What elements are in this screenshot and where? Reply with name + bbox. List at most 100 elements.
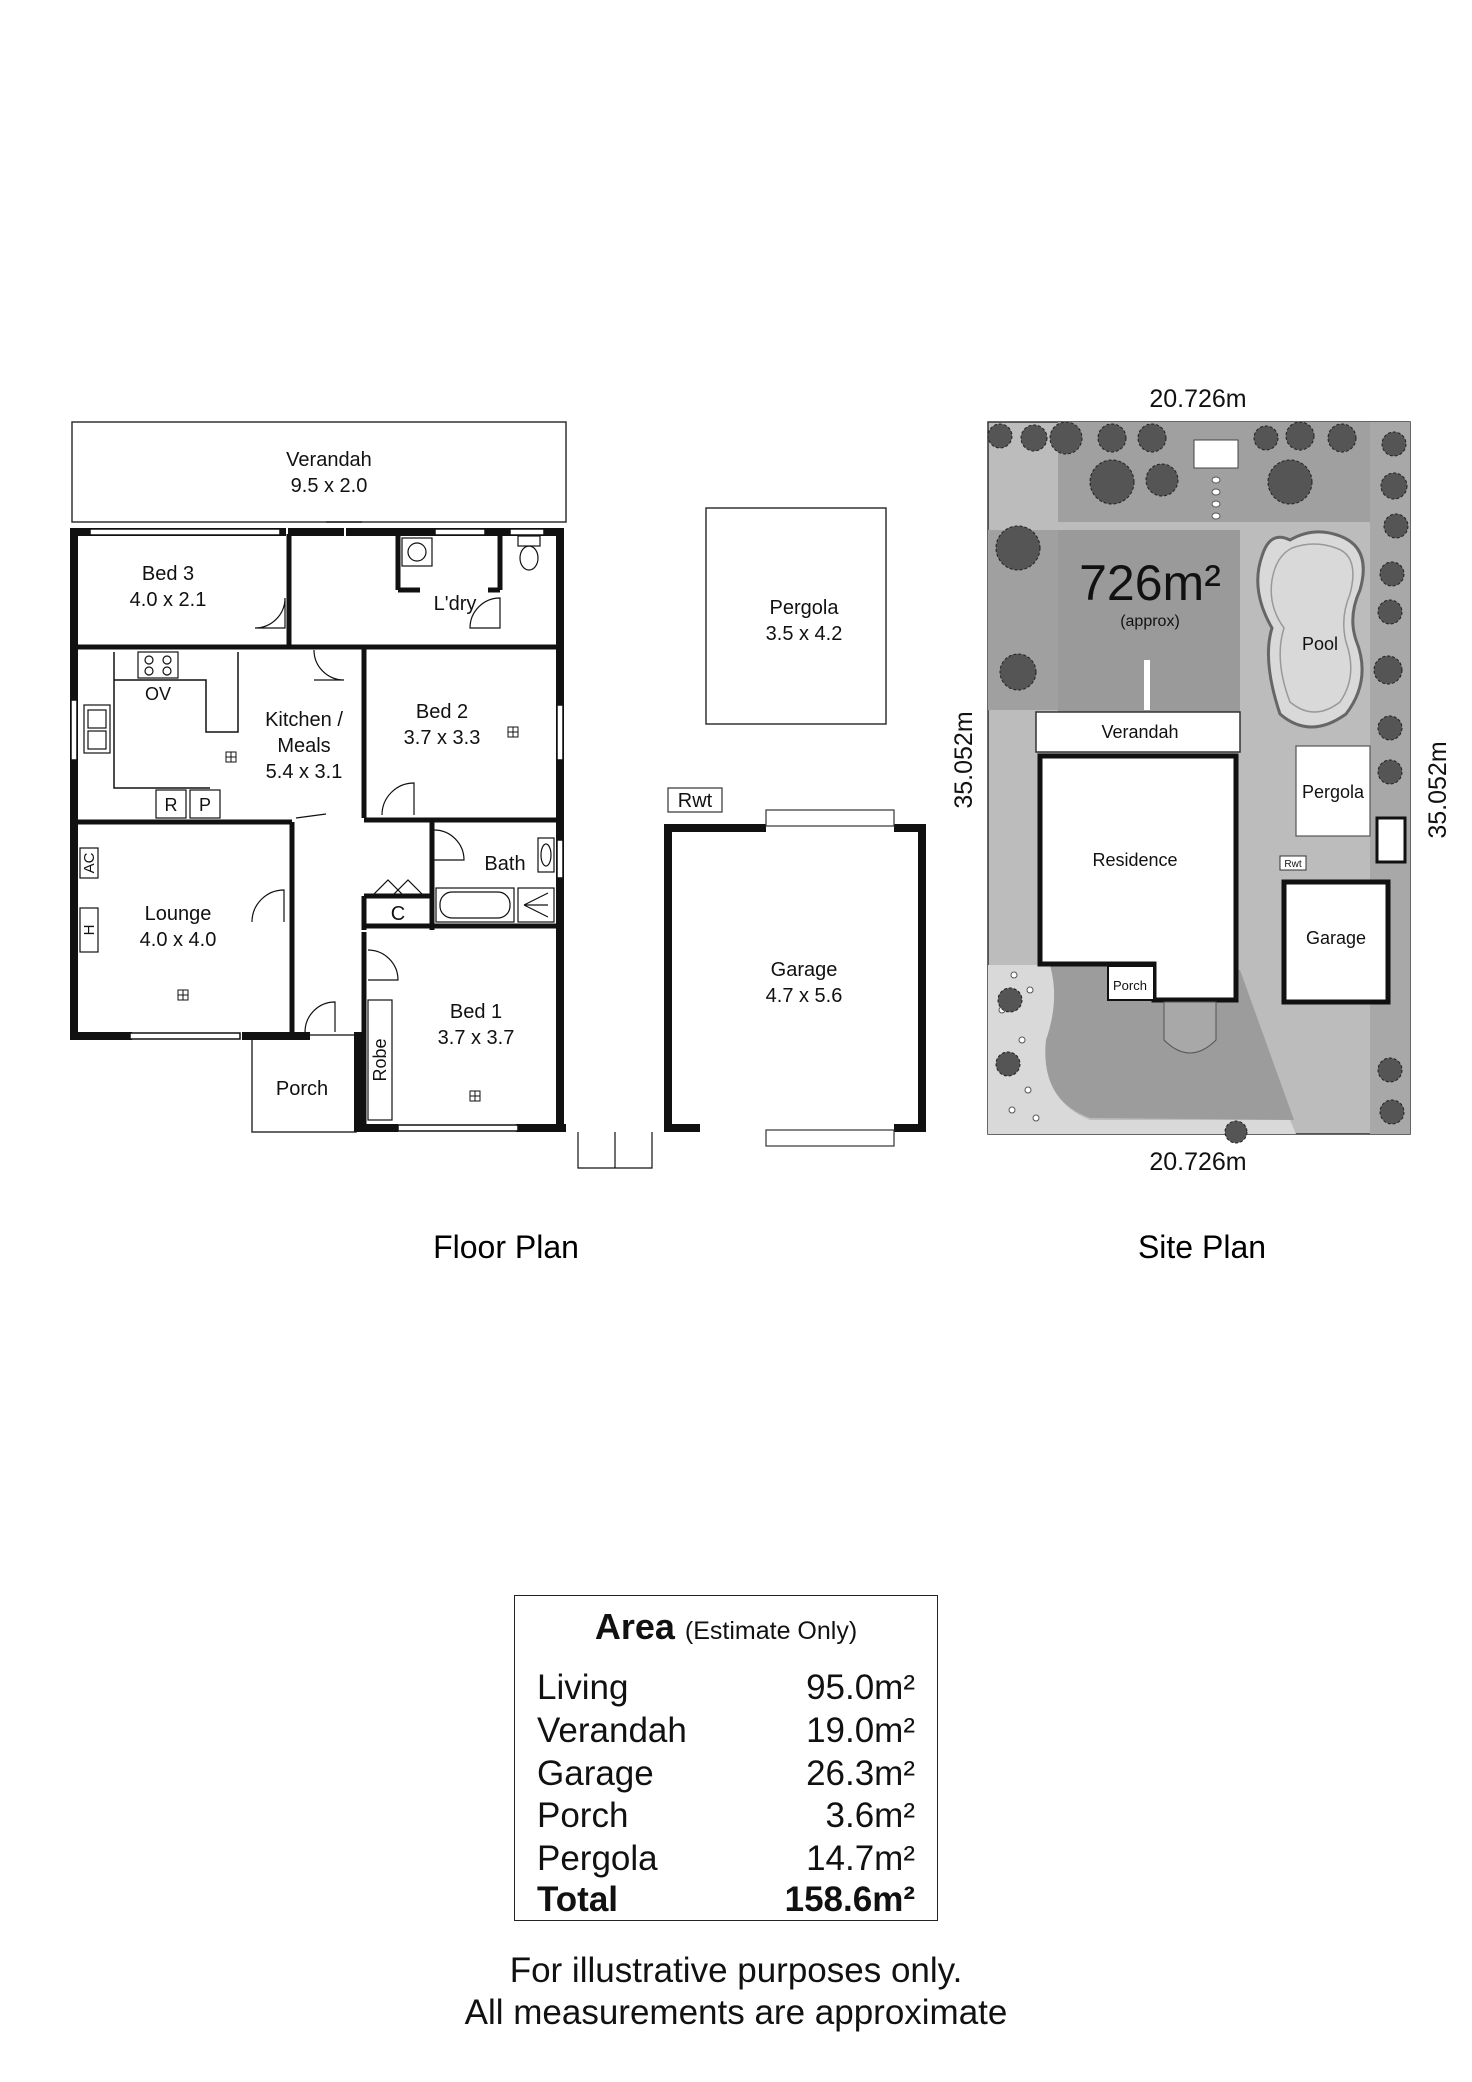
trees xyxy=(987,421,1409,1144)
area-row-porch: Porch 3.6m² xyxy=(537,1796,915,1838)
garage-bottom-opening xyxy=(765,1129,895,1147)
porch-label: Porch xyxy=(276,1078,328,1100)
tree-icon xyxy=(1379,561,1405,587)
bathtub-icon xyxy=(435,887,515,923)
pantry-box xyxy=(189,789,221,819)
area-row-label: Porch xyxy=(537,1796,629,1835)
site-garage-label: Garage xyxy=(1306,928,1366,948)
lounge-size: 4.0 x 4.0 xyxy=(140,929,217,951)
tree-icon xyxy=(1020,424,1048,452)
tree-icon xyxy=(995,1051,1021,1077)
area-row-garage: Garage 26.3m² xyxy=(537,1754,915,1796)
site-top-dimension: 20.726m xyxy=(1149,385,1246,413)
lounge-label: Lounge xyxy=(145,903,212,925)
area-title: Area xyxy=(594,1606,675,1647)
pergola-size: 3.5 x 4.2 xyxy=(766,623,843,645)
area-row-pergola: Pergola 14.7m² xyxy=(537,1839,915,1881)
laundry-tub-icon xyxy=(401,537,433,567)
garage-size: 4.7 x 5.6 xyxy=(766,985,843,1007)
tree-icon xyxy=(1377,715,1403,741)
site-rwt-box xyxy=(1279,855,1307,871)
cupboard-box xyxy=(371,879,425,897)
front-garden xyxy=(988,965,1296,1134)
bed1-size: 3.7 x 3.7 xyxy=(438,1027,515,1049)
area-row-value: 26.3m² xyxy=(806,1754,915,1793)
area-row-label: Garage xyxy=(537,1754,654,1793)
tree-icon xyxy=(1377,759,1403,785)
tree-icon xyxy=(1383,513,1409,539)
verandah-label: Verandah xyxy=(286,449,372,471)
tree-icon xyxy=(1380,472,1408,500)
toilet-icon xyxy=(517,535,541,571)
shower-icon xyxy=(517,887,555,923)
site-rwt-label: Rwt xyxy=(1284,859,1301,870)
fridge-box xyxy=(155,789,187,819)
kitchen-label-line2: Meals xyxy=(277,735,330,757)
oven-label: OV xyxy=(145,684,171,704)
site-pavers xyxy=(1193,439,1239,469)
kitchen-bench xyxy=(113,652,239,789)
site-bottom-dimension: 20.726m xyxy=(1149,1148,1246,1176)
tree-icon xyxy=(1379,1099,1405,1125)
tree-icon xyxy=(995,525,1041,571)
area-table-title: Area (Estimate Only) xyxy=(515,1606,937,1648)
pool-shape xyxy=(1256,530,1365,729)
tree-icon xyxy=(1373,655,1403,685)
area-row-label: Pergola xyxy=(537,1839,658,1878)
plans-drawing: Verandah 9.5 x 2.0 Bed 3 4.0 x 2.1 L'dry… xyxy=(70,385,1452,1265)
tree-icon xyxy=(1049,421,1083,455)
disclaimer-line-1: For illustrative purposes only. xyxy=(509,1951,963,1990)
rwt-box xyxy=(667,787,723,813)
land-area-note: (approx) xyxy=(1120,613,1180,630)
kitchen-size: 5.4 x 3.1 xyxy=(266,761,343,783)
site-pool-label: Pool xyxy=(1302,634,1338,654)
rwt-label: Rwt xyxy=(678,790,713,812)
pergola-label: Pergola xyxy=(770,597,840,619)
area-row-label: Living xyxy=(537,1668,629,1707)
bed1-label: Bed 1 xyxy=(450,1001,502,1023)
tree-icon xyxy=(1145,463,1179,497)
site-porch xyxy=(1107,965,1155,1001)
tree-icon xyxy=(987,423,1013,449)
tree-icon xyxy=(1089,459,1135,505)
area-row-verandah: Verandah 19.0m² xyxy=(537,1711,915,1753)
site-plan: 20.726m 20.726m 35.052m 35.052m 726m² (a… xyxy=(950,385,1452,1176)
site-path xyxy=(1144,660,1150,710)
smoke-detector-icons xyxy=(177,726,519,1102)
area-row-value: 14.7m² xyxy=(806,1839,915,1878)
fixture-labels: OV R P AC H Robe xyxy=(81,684,390,1082)
doors xyxy=(251,521,653,1169)
tree-icon xyxy=(1285,421,1315,451)
area-subtitle: (Estimate Only) xyxy=(684,1617,858,1645)
interior-walls xyxy=(78,534,560,1126)
bed2-label: Bed 2 xyxy=(416,701,468,723)
bath-label: Bath xyxy=(484,853,525,875)
area-row-value: 19.0m² xyxy=(806,1711,915,1750)
site-verandah-label: Verandah xyxy=(1101,722,1178,742)
site-residence xyxy=(1037,753,1239,1003)
kitchen-sink-icon xyxy=(83,704,111,754)
site-pergola-label: Pergola xyxy=(1302,782,1365,802)
heater-label: H xyxy=(81,925,98,936)
heater-box xyxy=(79,907,99,953)
tree-icon xyxy=(1267,459,1313,505)
tree-icon xyxy=(1137,423,1167,453)
site-porch-label: Porch xyxy=(1113,978,1147,993)
floor-plan-caption: Floor Plan xyxy=(433,1229,579,1265)
tree-icon xyxy=(1381,431,1407,457)
verandah-size: 9.5 x 2.0 xyxy=(291,475,368,497)
robe-box xyxy=(367,999,393,1121)
cupboard-label: C xyxy=(391,903,405,925)
area-row-value: 3.6m² xyxy=(825,1796,915,1835)
area-table: Area (Estimate Only) Living 95.0m² Veran… xyxy=(514,1595,938,1921)
garage-walls xyxy=(664,824,926,1132)
site-left-dimension: 35.052m xyxy=(950,711,978,808)
disclaimer-line-2: All measurements are approximate xyxy=(464,1993,1008,2032)
site-verandah xyxy=(1035,711,1241,753)
bed3-label: Bed 3 xyxy=(142,563,194,585)
bed3-size: 4.0 x 2.1 xyxy=(130,589,207,611)
garage-top-opening xyxy=(765,809,895,827)
pantry-label: P xyxy=(199,795,211,815)
kitchen-label-line1: Kitchen / xyxy=(265,709,343,731)
room-labels: Verandah 9.5 x 2.0 Bed 3 4.0 x 2.1 L'dry… xyxy=(130,449,843,1100)
